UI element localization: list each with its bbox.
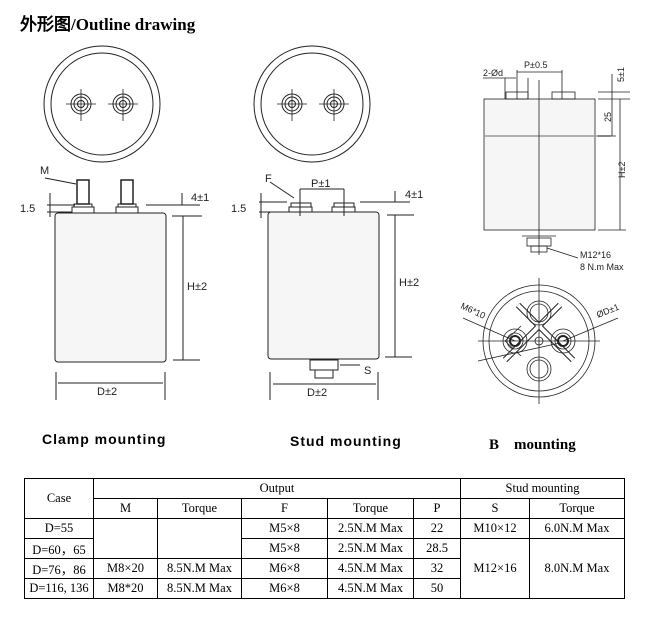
header-m: M [93, 498, 158, 519]
cell-s: M10×12 [460, 518, 530, 539]
cell-m-torque [157, 518, 242, 559]
cell-p: 22 [413, 518, 461, 539]
b-dim-d: 2-Ød [483, 68, 503, 78]
clamp-mounting-caption: Clamp mounting [42, 431, 167, 447]
page-title: 外形图/Outline drawing [20, 15, 196, 34]
clamp-top-view [43, 45, 161, 163]
b-dim-25: 25 [603, 112, 613, 122]
cell-f-torque: 4.5N.M Max [327, 558, 414, 579]
cell-case: D=76，86 [24, 558, 94, 579]
dim-4: 4±1 [191, 192, 209, 204]
cell-f: M6×8 [241, 578, 328, 599]
cell-case: D=55 [24, 518, 94, 539]
label-s: S [364, 365, 371, 377]
b-stud-torque: 8 N.m Max [580, 262, 624, 272]
cell-f-torque: 2.5N.M Max [327, 518, 414, 539]
header-torque-s: Torque [529, 498, 625, 519]
cell-f-torque: 2.5N.M Max [327, 538, 414, 559]
cell-case: D=60，65 [24, 538, 94, 559]
clamp-side-view [44, 177, 202, 400]
table-row: D=55 M5×8 2.5N.M Max 22 M10×12 6.0N.M Ma… [24, 518, 625, 559]
cell-f-torque: 4.5N.M Max [327, 578, 414, 599]
cell-m-torque: 8.5N.M Max [157, 558, 242, 579]
cell-m-torque: 8.5N.M Max [157, 578, 242, 599]
table-row: D=116, 136 M8*20 8.5N.M Max M6×8 4.5N.M … [24, 578, 625, 599]
b-dim-5: 5±1 [616, 67, 626, 82]
b-dim-p: P±0.5 [524, 60, 547, 70]
header-stud: Stud mounting [460, 478, 625, 499]
dim-d: D±2 [97, 386, 117, 398]
table-row: D=76，86 M8×20 8.5N.M Max M6×8 4.5N.M Max… [24, 558, 625, 579]
label-m: M [40, 165, 49, 177]
dim-h-stud: H±2 [399, 277, 419, 289]
cell-s: M12×16 [460, 538, 530, 599]
spec-table: Case Output Stud mounting M Torque F Tor… [24, 478, 625, 599]
cell-m [93, 518, 158, 559]
cell-f: M5×8 [241, 518, 328, 539]
b-diameter: ØD±1 [595, 302, 620, 320]
cell-s-torque: 6.0N.M Max [529, 518, 625, 539]
cell-m: M8×20 [93, 558, 158, 579]
dim-1-5-stud: 1.5 [231, 203, 246, 215]
b-stud-size: M12*16 [580, 250, 611, 260]
cell-s-torque: 8.0N.M Max [529, 538, 625, 599]
label-f: F [265, 173, 272, 185]
b-side-view [483, 70, 630, 259]
header-output: Output [93, 478, 461, 499]
dim-p: P±1 [311, 178, 331, 190]
header-s: S [460, 498, 530, 519]
cell-case: D=116, 136 [24, 578, 94, 599]
dim-4-stud: 4±1 [405, 189, 423, 201]
header-case: Case [24, 478, 94, 519]
header-p: P [413, 498, 461, 519]
dim-d-stud: D±2 [307, 387, 327, 399]
header-f: F [241, 498, 328, 519]
cell-p: 32 [413, 558, 461, 579]
table-header-row: Case Output Stud mounting [24, 478, 625, 519]
dim-1-5: 1.5 [20, 203, 35, 215]
table-subheader-row: M Torque F Torque P S Torque [25, 498, 625, 519]
header-torque-m: Torque [157, 498, 242, 519]
cell-f: M5×8 [241, 538, 328, 559]
b-dim-h: H±2 [617, 162, 627, 178]
outline-drawings: M 1.5 4±1 H±2 D±2 F P±1 1.5 4±1 H±2 D±2 … [20, 45, 630, 404]
dim-h: H±2 [187, 281, 207, 293]
cell-f: M6×8 [241, 558, 328, 579]
b-bottom-view [462, 278, 619, 404]
stud-side-view [259, 181, 414, 400]
header-torque-f: Torque [327, 498, 414, 519]
cell-p: 50 [413, 578, 461, 599]
cell-p: 28.5 [413, 538, 461, 559]
stud-mounting-caption: Stud mounting [290, 433, 402, 449]
b-mounting-caption: B mounting [489, 437, 576, 453]
stud-top-view [253, 45, 371, 163]
cell-m: M8*20 [93, 578, 158, 599]
